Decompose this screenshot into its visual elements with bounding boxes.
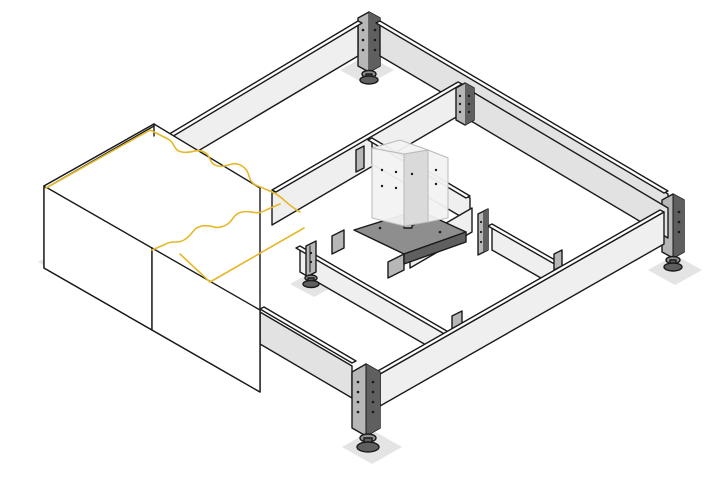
center-rail-bracket [455,82,475,126]
joint-lines [45,129,305,283]
ghost-connector-piece [371,139,449,227]
headboard-panel [43,123,261,393]
corner-leg-front [351,363,381,453]
slat-brackets [331,145,563,336]
corner-leg-back [357,11,381,85]
center-support-leg [302,240,320,289]
back-left-rail [165,20,363,171]
front-left-rail [259,306,357,399]
center-rail [271,81,669,239]
